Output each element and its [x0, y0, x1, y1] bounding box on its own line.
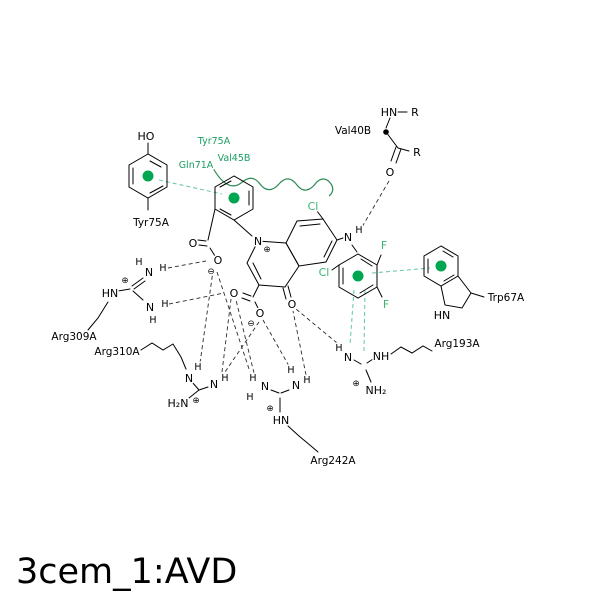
atom-label: R [411, 106, 419, 119]
charge-label: ⊕ [352, 379, 359, 389]
hydroxyl-label: HO [138, 130, 155, 143]
atom-label: HN [273, 414, 290, 427]
ring-center-trp67a [435, 260, 447, 272]
halogen-label: Cl [319, 266, 330, 279]
atom-label: N [292, 379, 300, 392]
atom-label: H [287, 365, 294, 376]
stereocenter-dot [383, 129, 389, 135]
atom-label: H [149, 315, 156, 326]
atom-label: NH₂ [366, 384, 387, 397]
atom-label: O [256, 307, 265, 320]
residue-arg310a: Arg310A [94, 346, 140, 358]
atom-label: H [246, 392, 253, 403]
residue-trp67a: Trp67A [487, 292, 525, 304]
bond-lines [87, 111, 485, 453]
hydrophobic-tyr75a: Tyr75A [197, 136, 231, 147]
atom-label: HN [381, 106, 398, 119]
residue-arg309a: Arg309A [51, 331, 97, 343]
charge-label: ⊕ [263, 245, 270, 255]
atom-label: N [344, 231, 352, 244]
atom-label: R [413, 146, 421, 159]
atom-label: H [355, 225, 362, 236]
atom-label: O [288, 298, 297, 311]
atom-label: O [189, 237, 198, 250]
atom-label: H [221, 373, 228, 384]
halogen-label: F [383, 298, 389, 311]
atom-label: O [230, 287, 239, 300]
atom-label: O [214, 254, 223, 267]
atom-label: N [185, 372, 193, 385]
hydrophobic-gln71a: Gln71A [179, 160, 214, 171]
halogen-label: F [381, 239, 387, 252]
atom-label: N [254, 235, 262, 248]
atom-label: HN [102, 287, 119, 300]
atom-label: H [161, 299, 168, 310]
atom-label: N [210, 378, 218, 391]
atom-label: H [135, 257, 142, 268]
atom-label: N [261, 380, 269, 393]
residue-tyr75a: Tyr75A [132, 217, 170, 229]
hydrophobic-lines [158, 167, 431, 352]
residue-val40b: Val40B [335, 125, 371, 137]
charge-label: ⊕ [266, 404, 273, 414]
residue-arg193a: Arg193A [434, 338, 480, 350]
atom-label: H [194, 362, 201, 373]
charge-label: ⊖ [207, 267, 214, 277]
hydrophobic-val45b: Val45B [218, 153, 251, 164]
ring-center-halophenyl [352, 270, 364, 282]
atom-label: H [303, 375, 310, 386]
ring-centers [142, 170, 447, 282]
atom-label: N [344, 351, 352, 364]
ring-center-ligand-aryl [228, 192, 240, 204]
atom-label: H [335, 343, 342, 354]
residue-arg242a: Arg242A [310, 455, 356, 467]
halogen-label: Cl [308, 200, 319, 213]
hbond-lines [167, 180, 390, 376]
atom-label: H [159, 263, 166, 274]
atom-label: H [249, 373, 256, 384]
hydrophobic-contact-squiggle [212, 167, 334, 197]
ring-center-tyr75a [142, 170, 154, 182]
atom-label: NH [373, 350, 390, 363]
atom-label: H₂N [168, 397, 189, 410]
atom-label: N [146, 301, 154, 314]
charge-label: ⊕ [121, 276, 128, 286]
atom-label: O [386, 166, 395, 179]
atom-label: HN [434, 309, 451, 322]
charge-label: ⊖ [247, 319, 254, 329]
charge-label: ⊕ [192, 396, 199, 406]
figure-title: 3cem_1:AVD [16, 552, 238, 592]
atom-label: N [145, 266, 153, 279]
